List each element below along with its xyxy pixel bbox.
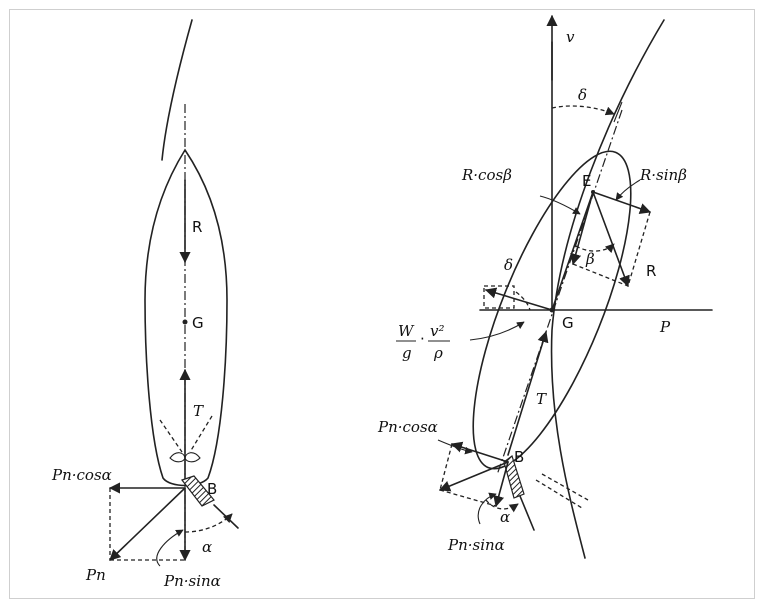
right-alpha-arc xyxy=(485,499,519,513)
right-label-g-denominator: g xyxy=(402,344,412,362)
right-delta-mid-arc xyxy=(515,291,531,311)
left-label-pn-cos: Pn·cosα xyxy=(51,466,112,484)
right-label-beta: β xyxy=(585,250,595,268)
right-beta-arc xyxy=(575,243,615,254)
left-label-pn: Pn xyxy=(85,566,106,584)
left-label-r: R xyxy=(192,218,202,236)
right-pn-sin-leader xyxy=(477,492,497,525)
left-propeller-icon xyxy=(169,452,201,463)
right-diagram: v δ R·cosβ E R·sinβ β R δ G P W g · v² ρ… xyxy=(377,14,713,559)
left-center-of-gravity-point xyxy=(182,319,188,325)
right-label-v: v xyxy=(566,28,575,46)
right-label-g: G xyxy=(562,314,574,332)
right-label-r: R xyxy=(646,262,656,280)
left-label-t: T xyxy=(193,402,204,420)
right-dashed-box-right xyxy=(627,211,651,287)
right-pn-cos-arrow xyxy=(450,441,509,463)
right-label-p: P xyxy=(659,318,671,336)
right-label-delta-mid: δ xyxy=(504,256,513,274)
right-label-delta-top: δ xyxy=(578,86,587,104)
left-label-pn-sin: Pn·sinα xyxy=(163,572,221,590)
right-trajectory-curve xyxy=(550,19,665,559)
right-r-sin-arrow xyxy=(592,191,652,214)
left-diagram: R G T B Pn·cosα Pn Pn·sinα α xyxy=(51,19,239,590)
left-hull-outline xyxy=(144,148,228,487)
right-centrifugal-dashed-box xyxy=(483,285,515,309)
right-label-rho: ρ xyxy=(433,344,443,362)
right-label-r-sin: R·sinβ xyxy=(639,166,687,184)
right-pn-arrow xyxy=(438,461,509,492)
right-label-b: B xyxy=(514,448,524,466)
right-pn-cos-leader xyxy=(437,439,473,455)
right-pn-dashed-bottom xyxy=(439,489,497,507)
right-label-pn-cos: Pn·cosα xyxy=(377,418,438,436)
right-flow-hatch-2 xyxy=(541,473,589,501)
right-delta-top-arc xyxy=(551,105,615,116)
right-pn-dashed-left xyxy=(439,443,453,491)
right-r-cos-leader xyxy=(539,195,581,215)
left-propeller-guide-left xyxy=(159,419,183,453)
right-label-w: W xyxy=(398,322,415,340)
right-label-t: T xyxy=(536,390,547,408)
left-label-b: B xyxy=(207,480,217,498)
right-rudder-icon xyxy=(503,455,525,499)
right-centrifugal-arrow xyxy=(484,287,553,311)
right-formula-dot: · xyxy=(420,330,425,348)
left-propeller-guide-right xyxy=(189,415,213,453)
right-r-sin-leader xyxy=(615,179,641,201)
right-centrifugal-formula: W g · v² ρ xyxy=(396,322,450,362)
right-hull-outline xyxy=(472,150,632,470)
left-alpha-arc xyxy=(184,513,233,533)
right-centerline xyxy=(496,109,623,476)
left-rudder-icon xyxy=(181,475,215,507)
right-rudder-extension xyxy=(519,495,535,531)
right-label-v2: v² xyxy=(430,322,445,340)
right-e-to-g-line xyxy=(551,191,594,311)
left-pn-arrow xyxy=(109,487,186,561)
right-center-of-gravity-point xyxy=(549,307,555,313)
left-label-g: G xyxy=(192,314,204,332)
right-label-r-cos: R·cosβ xyxy=(461,166,512,184)
right-label-alpha: α xyxy=(500,508,510,526)
right-pn-sin-arrow xyxy=(493,461,509,508)
figure-frame xyxy=(9,9,755,599)
right-label-e: E xyxy=(582,172,591,190)
left-label-alpha: α xyxy=(202,538,212,556)
right-w-leader xyxy=(469,321,525,341)
right-r-arrow xyxy=(592,191,630,288)
right-dashed-box-left xyxy=(572,263,629,287)
left-trajectory-curve xyxy=(161,19,193,161)
right-label-pn-sin: Pn·sinα xyxy=(447,536,505,554)
left-rudder-extension xyxy=(213,504,239,529)
right-delta-top-tick xyxy=(613,101,623,123)
right-flow-hatch-1 xyxy=(535,479,583,509)
left-pn-sin-leader xyxy=(156,529,184,567)
right-thrust-arrow xyxy=(507,330,549,456)
